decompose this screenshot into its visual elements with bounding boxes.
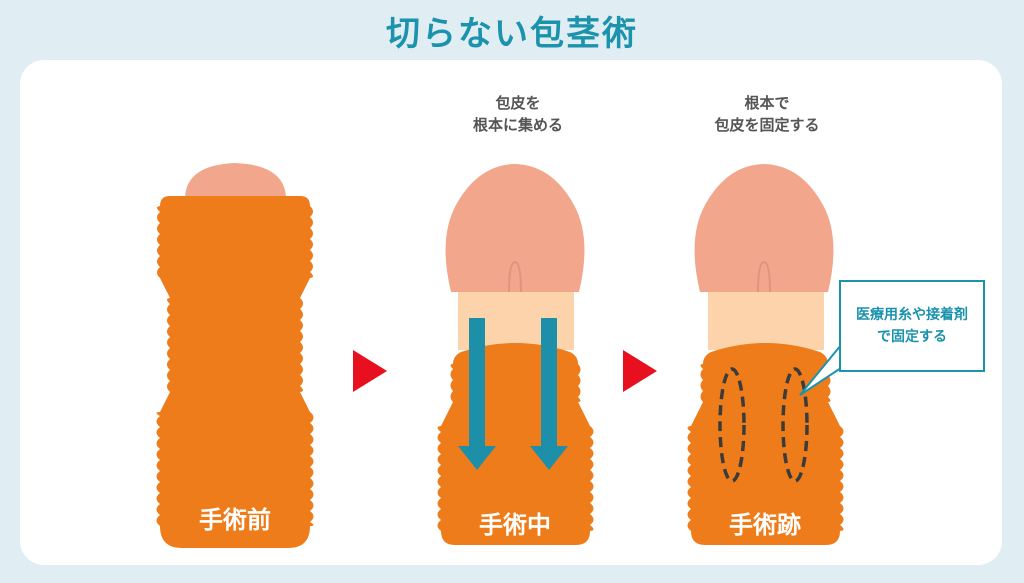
suture-left [718, 367, 746, 483]
suture-right [781, 367, 809, 483]
callout-box: 医療用糸や接着剤 で固定する [839, 280, 985, 372]
glans-3 [694, 164, 834, 292]
callout-line-1: 医療用糸や接着剤 [856, 307, 968, 323]
glans-2-notch [508, 260, 522, 293]
glans-2 [445, 164, 585, 292]
callout-line-2: で固定する [877, 329, 947, 345]
foreskin-after [687, 343, 844, 545]
figure-before [156, 163, 314, 548]
caption-step3: 根本で 包皮を固定する [667, 92, 867, 136]
play-arrow-1 [353, 350, 387, 392]
foreskin-before [156, 196, 314, 548]
stage-label-during: 手術中 [479, 511, 551, 539]
caption-step3-line2: 包皮を固定する [714, 116, 820, 134]
glans-3-notch [757, 260, 771, 293]
glans-tip [185, 163, 286, 198]
down-arrow-right [530, 318, 568, 470]
caption-step2-line1: 包皮を [495, 94, 541, 112]
figure-after [687, 164, 844, 545]
stage-label-before: 手術前 [199, 506, 271, 534]
play-arrow-2 [623, 350, 657, 392]
down-arrow-left [458, 318, 496, 470]
caption-step2: 包皮を 根本に集める [418, 92, 618, 136]
page-title: 切らない包茎術 [386, 14, 638, 54]
figure-during [437, 164, 594, 545]
caption-step3-line1: 根本で [744, 94, 790, 112]
caption-step2-line2: 根本に集める [472, 116, 563, 134]
stage-label-after: 手術跡 [729, 511, 801, 539]
